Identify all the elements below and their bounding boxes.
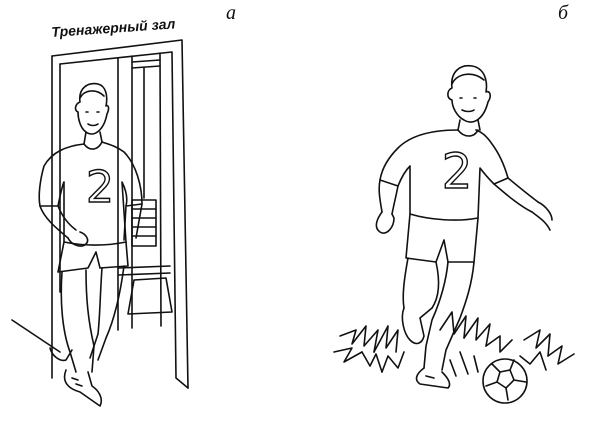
panel-label-a: а [226,2,236,24]
left-jersey-number: 2 [86,162,114,213]
walking-man [38,82,143,407]
right-jersey-number: 2 [442,144,473,200]
panel-label-b: б [558,2,569,24]
running-footballer [333,64,575,404]
gym-doorway [11,39,189,389]
